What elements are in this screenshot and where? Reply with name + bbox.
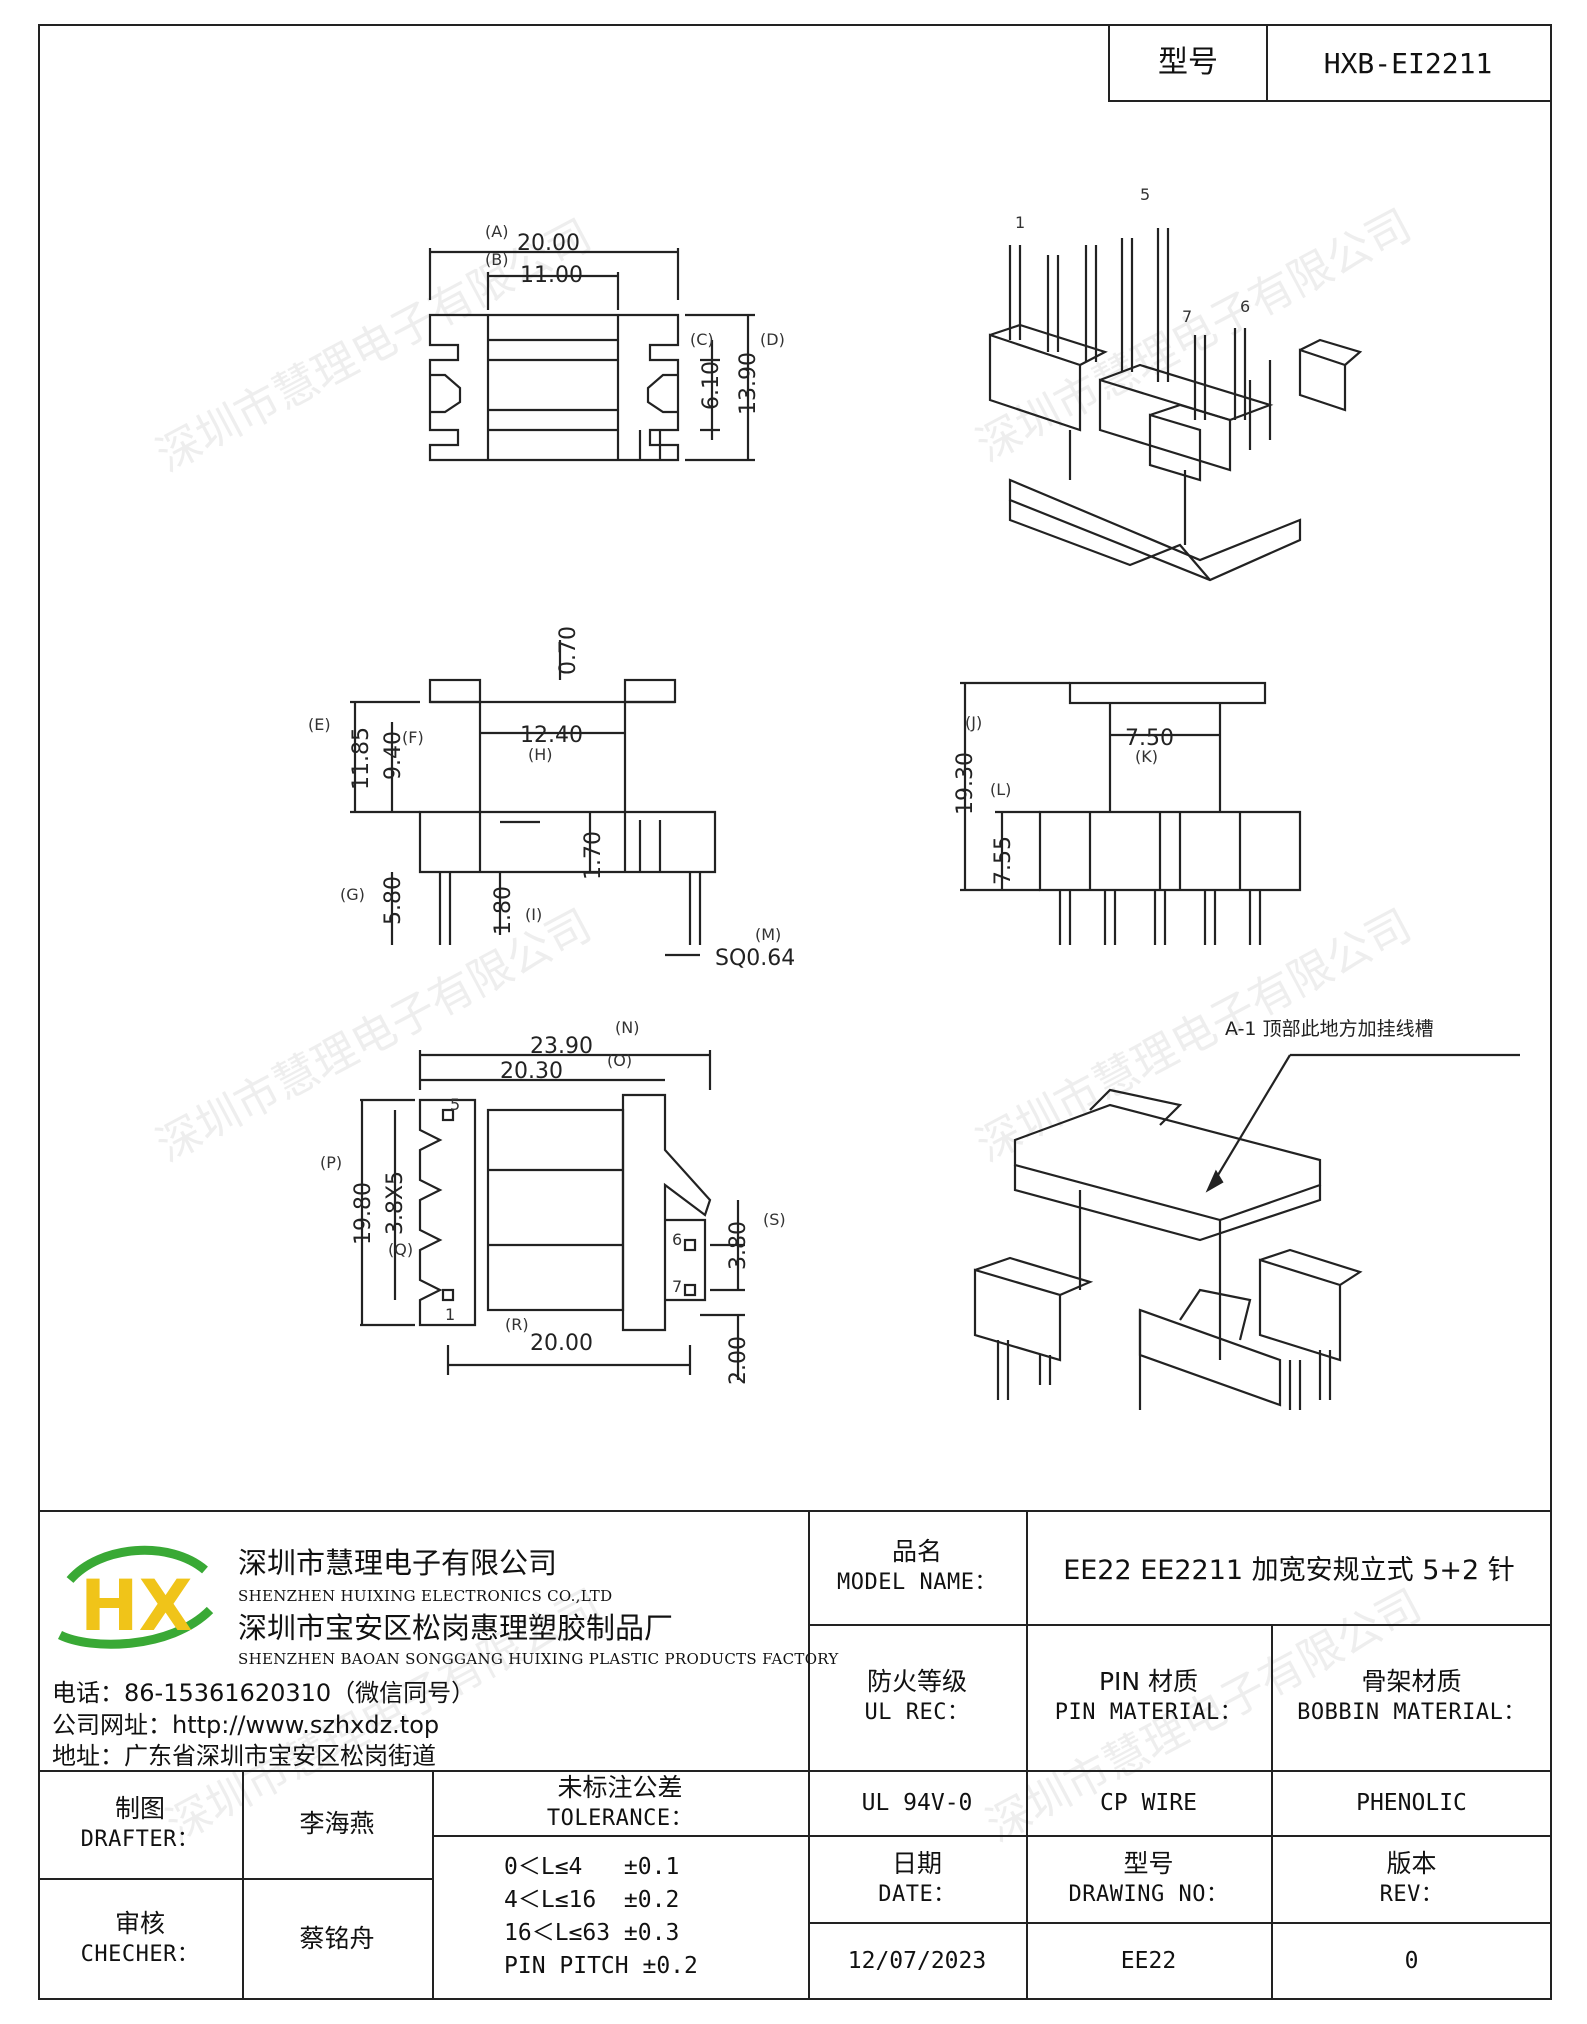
- dim-e-label: (E): [308, 715, 331, 734]
- pin-label-5: 5: [1140, 185, 1150, 204]
- pin-label-bottom-1: 1: [445, 1305, 455, 1324]
- dim-h-label: (H): [528, 745, 553, 764]
- checker-value: 蔡铭舟: [299, 1924, 375, 1953]
- tolerance-label: 未标注公差 TOLERANCE：: [546, 1772, 694, 1831]
- drafter-value: 李海燕: [299, 1809, 375, 1838]
- rev-label: 版本 REV：: [1379, 1848, 1444, 1907]
- dim-s-value: 3.80: [726, 1221, 751, 1270]
- company-name-en: SHENZHEN HUIXING ELECTRONICS CO.,LTD: [238, 1587, 613, 1605]
- company-website: 公司网址：http://www.szhxdz.top: [52, 1711, 440, 1739]
- model-name-label: 品名 MODEL NAME：: [837, 1537, 997, 1595]
- company-phone: 电话：86-15361620310（微信同号）: [52, 1679, 476, 1707]
- dim-o-label: (O): [607, 1051, 632, 1070]
- dim-top-value: 0.70: [556, 626, 581, 675]
- header-model-label: 型号: [1108, 24, 1268, 102]
- pin-label-7: 7: [1182, 307, 1192, 326]
- factory-name-cn: 深圳市宝安区松岗惠理塑胶制品厂: [238, 1611, 674, 1645]
- dim-lip-value: 1.70: [581, 831, 606, 880]
- company-logo: HX: [57, 1545, 214, 1649]
- rev-value: 0: [1404, 1948, 1419, 1974]
- drawing-no-label: 型号 DRAWING NO：: [1068, 1848, 1229, 1907]
- dim-f-value: 9.40: [381, 731, 406, 780]
- dim-m-value: SQ0.64: [715, 946, 795, 971]
- dim-p-value: 19.80: [351, 1182, 376, 1245]
- pin-material-value: CP WIRE: [1100, 1789, 1197, 1816]
- dim-r-value: 20.00: [530, 1331, 593, 1356]
- dim-m-label: (M): [755, 925, 781, 944]
- bottom-view: [360, 1050, 745, 1380]
- isometric-view-bottom: [973, 1053, 1520, 1410]
- pin-label-bottom-5: 5: [450, 1095, 460, 1114]
- dim-b-value: 11.00: [520, 263, 583, 288]
- dim-g-label: (G): [340, 885, 365, 904]
- pin-label-6: 6: [1240, 297, 1250, 316]
- pin-label-bottom-7: 7: [672, 1277, 682, 1296]
- dim-k-value: 7.50: [1125, 726, 1174, 751]
- pin-label-bottom-6: 6: [672, 1230, 682, 1249]
- drawing-sheet: [38, 24, 1552, 2000]
- dim-r-label: (R): [505, 1315, 529, 1334]
- dim-k-label: (K): [1135, 747, 1158, 766]
- dim-l-value: 7.55: [991, 836, 1016, 885]
- tolerance-line: PIN PITCH ±0.2: [504, 1953, 698, 1979]
- dim-e-value: 11.85: [349, 727, 374, 790]
- checker-label: 审核 CHECHER：: [80, 1909, 200, 1967]
- side-view: [960, 681, 1302, 945]
- tolerance-line: 0＜L≤4 ±0.1: [504, 1854, 680, 1880]
- dim-pitch-value: 2.00: [726, 1336, 751, 1385]
- header-model-value: HXB-EI2211: [1266, 24, 1552, 102]
- dim-s-label: (S): [763, 1210, 786, 1229]
- dim-i-value: 1.80: [491, 886, 516, 935]
- note-a1: A-1 顶部此地方加挂线槽: [1225, 1018, 1434, 1040]
- bobbin-material-value: PHENOLIC: [1356, 1789, 1467, 1816]
- dim-n-label: (N): [615, 1018, 639, 1037]
- bobbin-material-label: 骨架材质 BOBBIN MATERIAL：: [1297, 1667, 1526, 1725]
- dim-p-label: (P): [320, 1153, 342, 1172]
- pin-material-label: PIN 材质 PIN MATERIAL：: [1054, 1667, 1243, 1725]
- dim-d-label: (D): [760, 330, 785, 349]
- dim-a-value: 20.00: [517, 231, 580, 256]
- dim-o-value: 20.30: [500, 1059, 563, 1084]
- dim-b-label: (B): [485, 250, 508, 269]
- model-name-value: EE22 EE2211 加宽安规立式 5+2 针: [1063, 1554, 1515, 1586]
- date-value: 12/07/2023: [847, 1948, 987, 1974]
- dim-i-label: (I): [525, 905, 542, 924]
- dim-a-label: (A): [485, 222, 508, 241]
- dim-f-label: (F): [402, 728, 424, 747]
- date-label: 日期 DATE：: [878, 1848, 956, 1907]
- pin-label-1: 1: [1015, 213, 1025, 232]
- logo-text: HX: [80, 1565, 193, 1647]
- ul-rec-label: 防火等级 UL REC：: [864, 1667, 970, 1725]
- company-name-cn: 深圳市慧理电子有限公司: [238, 1546, 558, 1580]
- ul-rec-value: UL 94V-0: [861, 1789, 973, 1816]
- dim-j-label: (J): [965, 713, 982, 732]
- drafter-label: 制图 DRAFTER：: [80, 1794, 200, 1852]
- dim-j-value: 19.30: [953, 752, 978, 815]
- tolerance-values: 0＜L≤4 ±0.1 4＜L≤16 ±0.2 16＜L≤63 ±0.3 PIN …: [504, 1851, 804, 1983]
- company-address: 地址：广东省深圳市宝安区松岗街道: [52, 1742, 436, 1770]
- dim-g-value: 5.80: [381, 876, 406, 925]
- dim-c-value: 6.10: [699, 361, 724, 410]
- drawing-no-value: EE22: [1120, 1948, 1177, 1974]
- tolerance-line: 4＜L≤16 ±0.2: [504, 1887, 680, 1913]
- technical-drawing: 1 5 6 7 (A) (B) (C) (D) (E) (F) (H) (G) …: [308, 185, 1520, 1410]
- dim-n-value: 23.90: [530, 1034, 593, 1059]
- dim-d-value: 13.90: [736, 352, 761, 415]
- dim-q-value: 3.8X5: [383, 1171, 408, 1235]
- isometric-view-top: [988, 228, 1363, 582]
- tolerance-line: 16＜L≤63 ±0.3: [504, 1920, 680, 1946]
- dim-q-label: (Q): [388, 1240, 413, 1259]
- top-view: [428, 248, 755, 462]
- front-view: [350, 640, 717, 957]
- factory-name-en: SHENZHEN BAOAN SONGGANG HUIXING PLASTIC …: [238, 1650, 839, 1668]
- dim-h-value: 12.40: [520, 723, 583, 748]
- dim-c-label: (C): [690, 330, 714, 349]
- dim-l-label: (L): [990, 780, 1011, 799]
